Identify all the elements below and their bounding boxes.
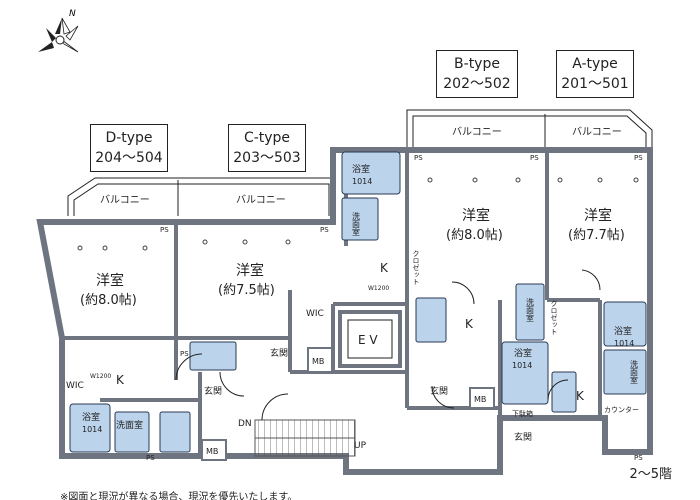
- meter-box-2: [201, 439, 227, 461]
- meter-box-3: [469, 387, 495, 409]
- ceiling-lights: [77, 177, 639, 251]
- unit-type-d-floors: 204〜504: [95, 150, 163, 166]
- w1200-label-c: W1200: [368, 285, 389, 292]
- unit-type-b-floors: 202〜502: [443, 76, 511, 92]
- washbasin-d: [114, 411, 150, 453]
- balcony-label-b: バルコニー: [452, 126, 502, 138]
- entrance-label-d: 玄関: [204, 385, 222, 397]
- disclaimer-note: ※図面と現況が異なる場合、現況を優先いたします。: [60, 492, 298, 500]
- unit-type-c-name: C-type: [243, 130, 291, 146]
- western-room-c: 洋室: [236, 262, 264, 279]
- washroom-label-d: 洗面室: [116, 419, 143, 431]
- toilet-c: [189, 341, 237, 371]
- washroom-label-c: 洗面室: [352, 211, 361, 236]
- ps-label-5: PS: [634, 154, 643, 162]
- exterior-walls: [36, 147, 653, 475]
- floor-label: 2〜5階: [629, 467, 672, 482]
- washroom-label-b: 洗面室: [526, 297, 535, 322]
- ev-label: E V: [358, 333, 378, 347]
- bath-label-a: 浴室: [614, 325, 632, 337]
- bath-label-c: 浴室: [352, 163, 370, 175]
- closet-label-b: クロゼット: [412, 250, 420, 285]
- kitchen-label-a: K: [576, 389, 585, 403]
- bath-label-b: 浴室: [514, 347, 532, 359]
- wic-label-d: WIC: [66, 381, 84, 391]
- entrance-label-a: 玄関: [514, 431, 532, 443]
- bath-size-c: 1014: [352, 177, 372, 186]
- up-label: UP: [354, 441, 367, 451]
- toilet-a: [551, 371, 577, 413]
- wic-label-c: WIC: [306, 309, 324, 319]
- unit-type-b: B-type 202〜502: [436, 50, 518, 98]
- bath-size-a: 1014: [614, 339, 634, 348]
- compass-icon: [38, 17, 79, 53]
- mb-label-3: MB: [474, 395, 486, 404]
- ps-label-3: PS: [414, 154, 423, 162]
- washbasin-c: [341, 197, 379, 241]
- mb-label-2: MB: [206, 447, 218, 456]
- doors: [175, 269, 601, 421]
- washroom-label-a: 洗面室: [630, 359, 639, 384]
- north-label: N: [69, 9, 76, 19]
- unit-type-d-name: D-type: [105, 130, 153, 146]
- toilet-d: [159, 411, 191, 453]
- unit-type-d: D-type 204〜504: [90, 124, 168, 172]
- bath-size-d: 1014: [82, 425, 102, 434]
- washbasin-a: [603, 349, 647, 395]
- western-room-b-size: (約8.0帖): [446, 228, 503, 243]
- unit-type-c: C-type 203〜503: [228, 124, 306, 172]
- unit-type-a: A-type 201〜501: [556, 50, 634, 98]
- western-room-c-size: (約7.5帖): [218, 283, 275, 298]
- kitchen-label-b: K: [465, 317, 474, 331]
- unit-type-a-floors: 201〜501: [561, 76, 629, 92]
- balcony-right: [406, 109, 653, 150]
- kitchen-label-d: K: [116, 373, 125, 387]
- ps-label-2: PS: [320, 226, 329, 234]
- meter-box-1: [307, 347, 333, 373]
- bathtub-a: [603, 301, 647, 347]
- western-room-d: 洋室: [96, 272, 124, 289]
- western-room-b: 洋室: [462, 207, 490, 224]
- washbasin-b: [515, 283, 545, 341]
- ps-label-7: PS: [146, 454, 155, 462]
- shoe-box-label-b: 下駄箱: [512, 409, 533, 418]
- dn-label: DN: [238, 419, 252, 429]
- western-room-a-size: (約7.7帖): [568, 228, 625, 243]
- ps-label-4: PS: [530, 154, 539, 162]
- bath-label-d: 浴室: [82, 411, 100, 423]
- bathtub-b: [501, 341, 549, 405]
- unit-type-b-name: B-type: [454, 56, 500, 72]
- balcony-label-c: バルコニー: [236, 194, 286, 206]
- entrance-label-b: 玄関: [430, 385, 448, 397]
- counter-label-a: カウンター: [604, 405, 639, 414]
- ps-label-6: PS: [180, 350, 189, 358]
- balcony-label-a: バルコニー: [572, 126, 622, 138]
- kitchen-label-c: K: [380, 261, 389, 275]
- entrance-label-c: 玄関: [270, 347, 288, 359]
- bathtub-c: [341, 151, 401, 195]
- unit-type-a-name: A-type: [572, 56, 618, 72]
- bath-size-b: 1014: [512, 361, 532, 370]
- unit-type-c-floors: 203〜503: [233, 150, 301, 166]
- balcony-label-d: バルコニー: [100, 194, 150, 206]
- fixtures: [69, 151, 647, 453]
- western-room-d-size: (約8.0帖): [80, 293, 137, 308]
- mb-label-1: MB: [312, 357, 324, 366]
- toilet-b: [415, 297, 447, 343]
- elevator-shaft: [338, 310, 402, 368]
- closet-label-a: クロゼット: [550, 300, 558, 335]
- w1200-label-d: W1200: [90, 373, 111, 380]
- bathtub-d: [69, 403, 111, 453]
- ps-label-8: PS: [634, 454, 643, 462]
- ps-label-1: PS: [160, 226, 169, 234]
- western-room-a: 洋室: [584, 207, 612, 224]
